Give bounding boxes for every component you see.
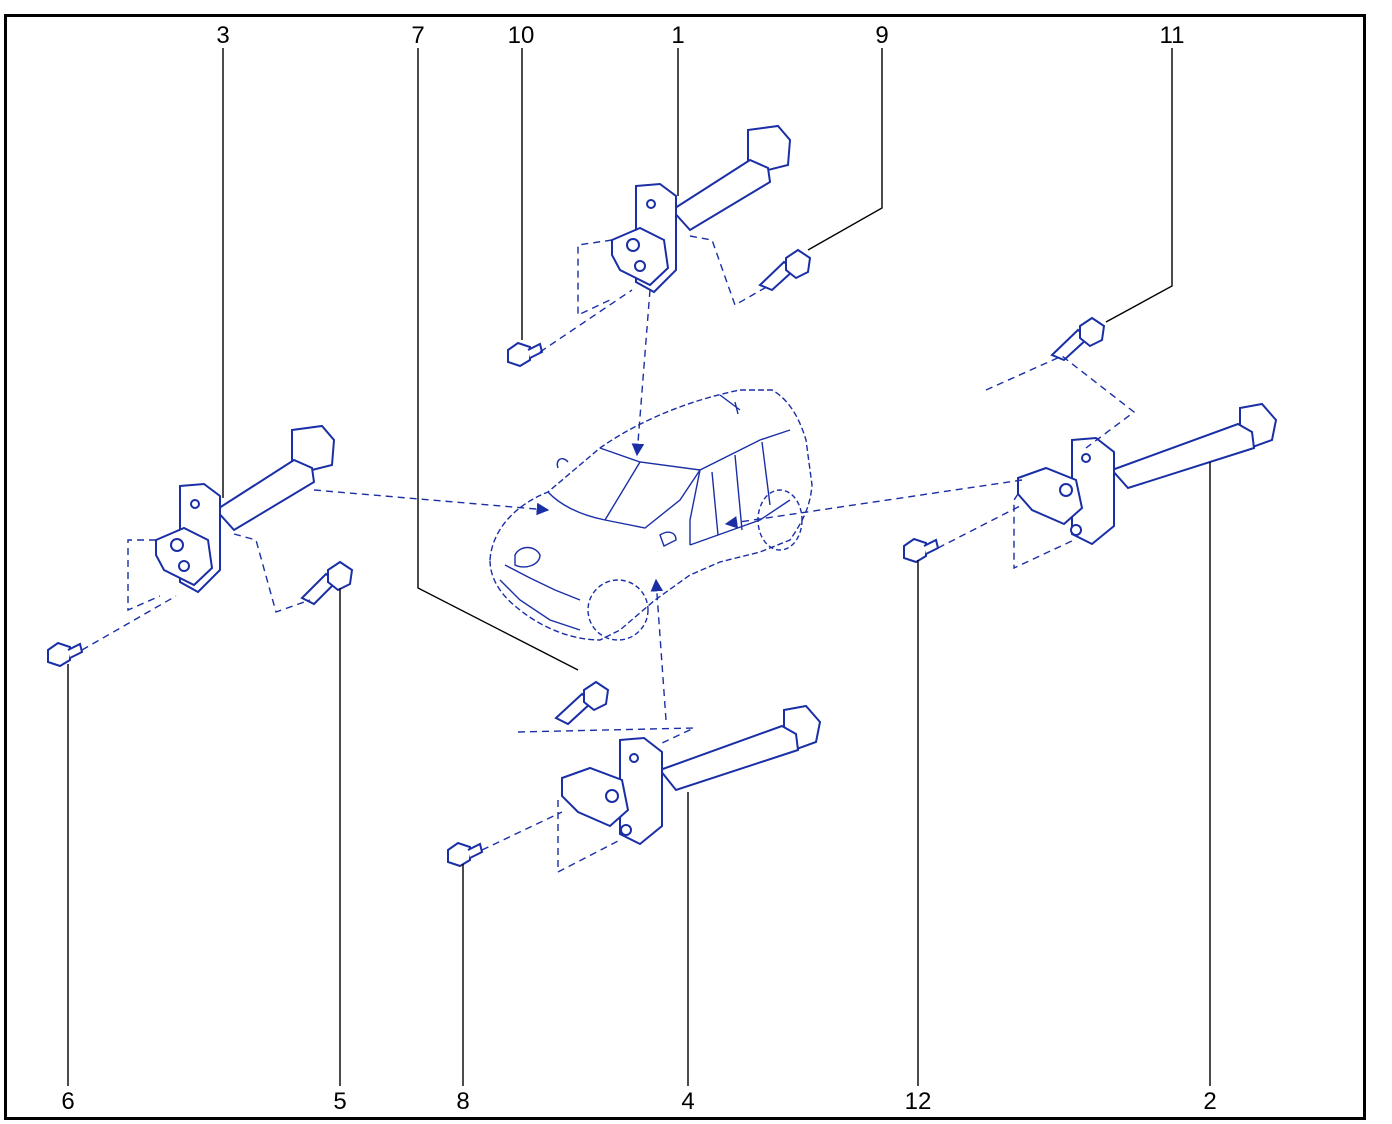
callout-6: 6 xyxy=(61,1088,75,1115)
callout-2: 2 xyxy=(1203,1088,1217,1115)
door-check-4 xyxy=(561,704,822,846)
callout-12: 12 xyxy=(904,1088,932,1115)
callout-1: 1 xyxy=(671,22,685,49)
callout-9: 9 xyxy=(875,22,889,49)
callout-7: 7 xyxy=(411,22,425,49)
bolt-10 xyxy=(507,341,544,368)
diagram-frame xyxy=(4,14,1366,1120)
callout-5: 5 xyxy=(333,1088,347,1115)
screw-11 xyxy=(1050,316,1106,362)
callout-3: 3 xyxy=(216,22,230,49)
leader-lines xyxy=(67,48,1211,1086)
bolt-8 xyxy=(447,841,484,868)
bolt-12 xyxy=(903,537,940,564)
door-check-3 xyxy=(155,424,336,594)
bolt-6 xyxy=(47,641,84,668)
callout-10: 10 xyxy=(507,22,535,49)
callout-8: 8 xyxy=(456,1088,470,1115)
screw-9 xyxy=(758,248,812,292)
vehicle-illustration xyxy=(489,389,813,641)
callout-11: 11 xyxy=(1159,22,1185,49)
callout-4: 4 xyxy=(681,1088,695,1115)
door-check-1 xyxy=(611,124,792,294)
assembly-lines xyxy=(81,235,1136,874)
screw-7 xyxy=(554,680,610,726)
screw-5 xyxy=(300,560,354,606)
door-check-2 xyxy=(1017,402,1278,546)
